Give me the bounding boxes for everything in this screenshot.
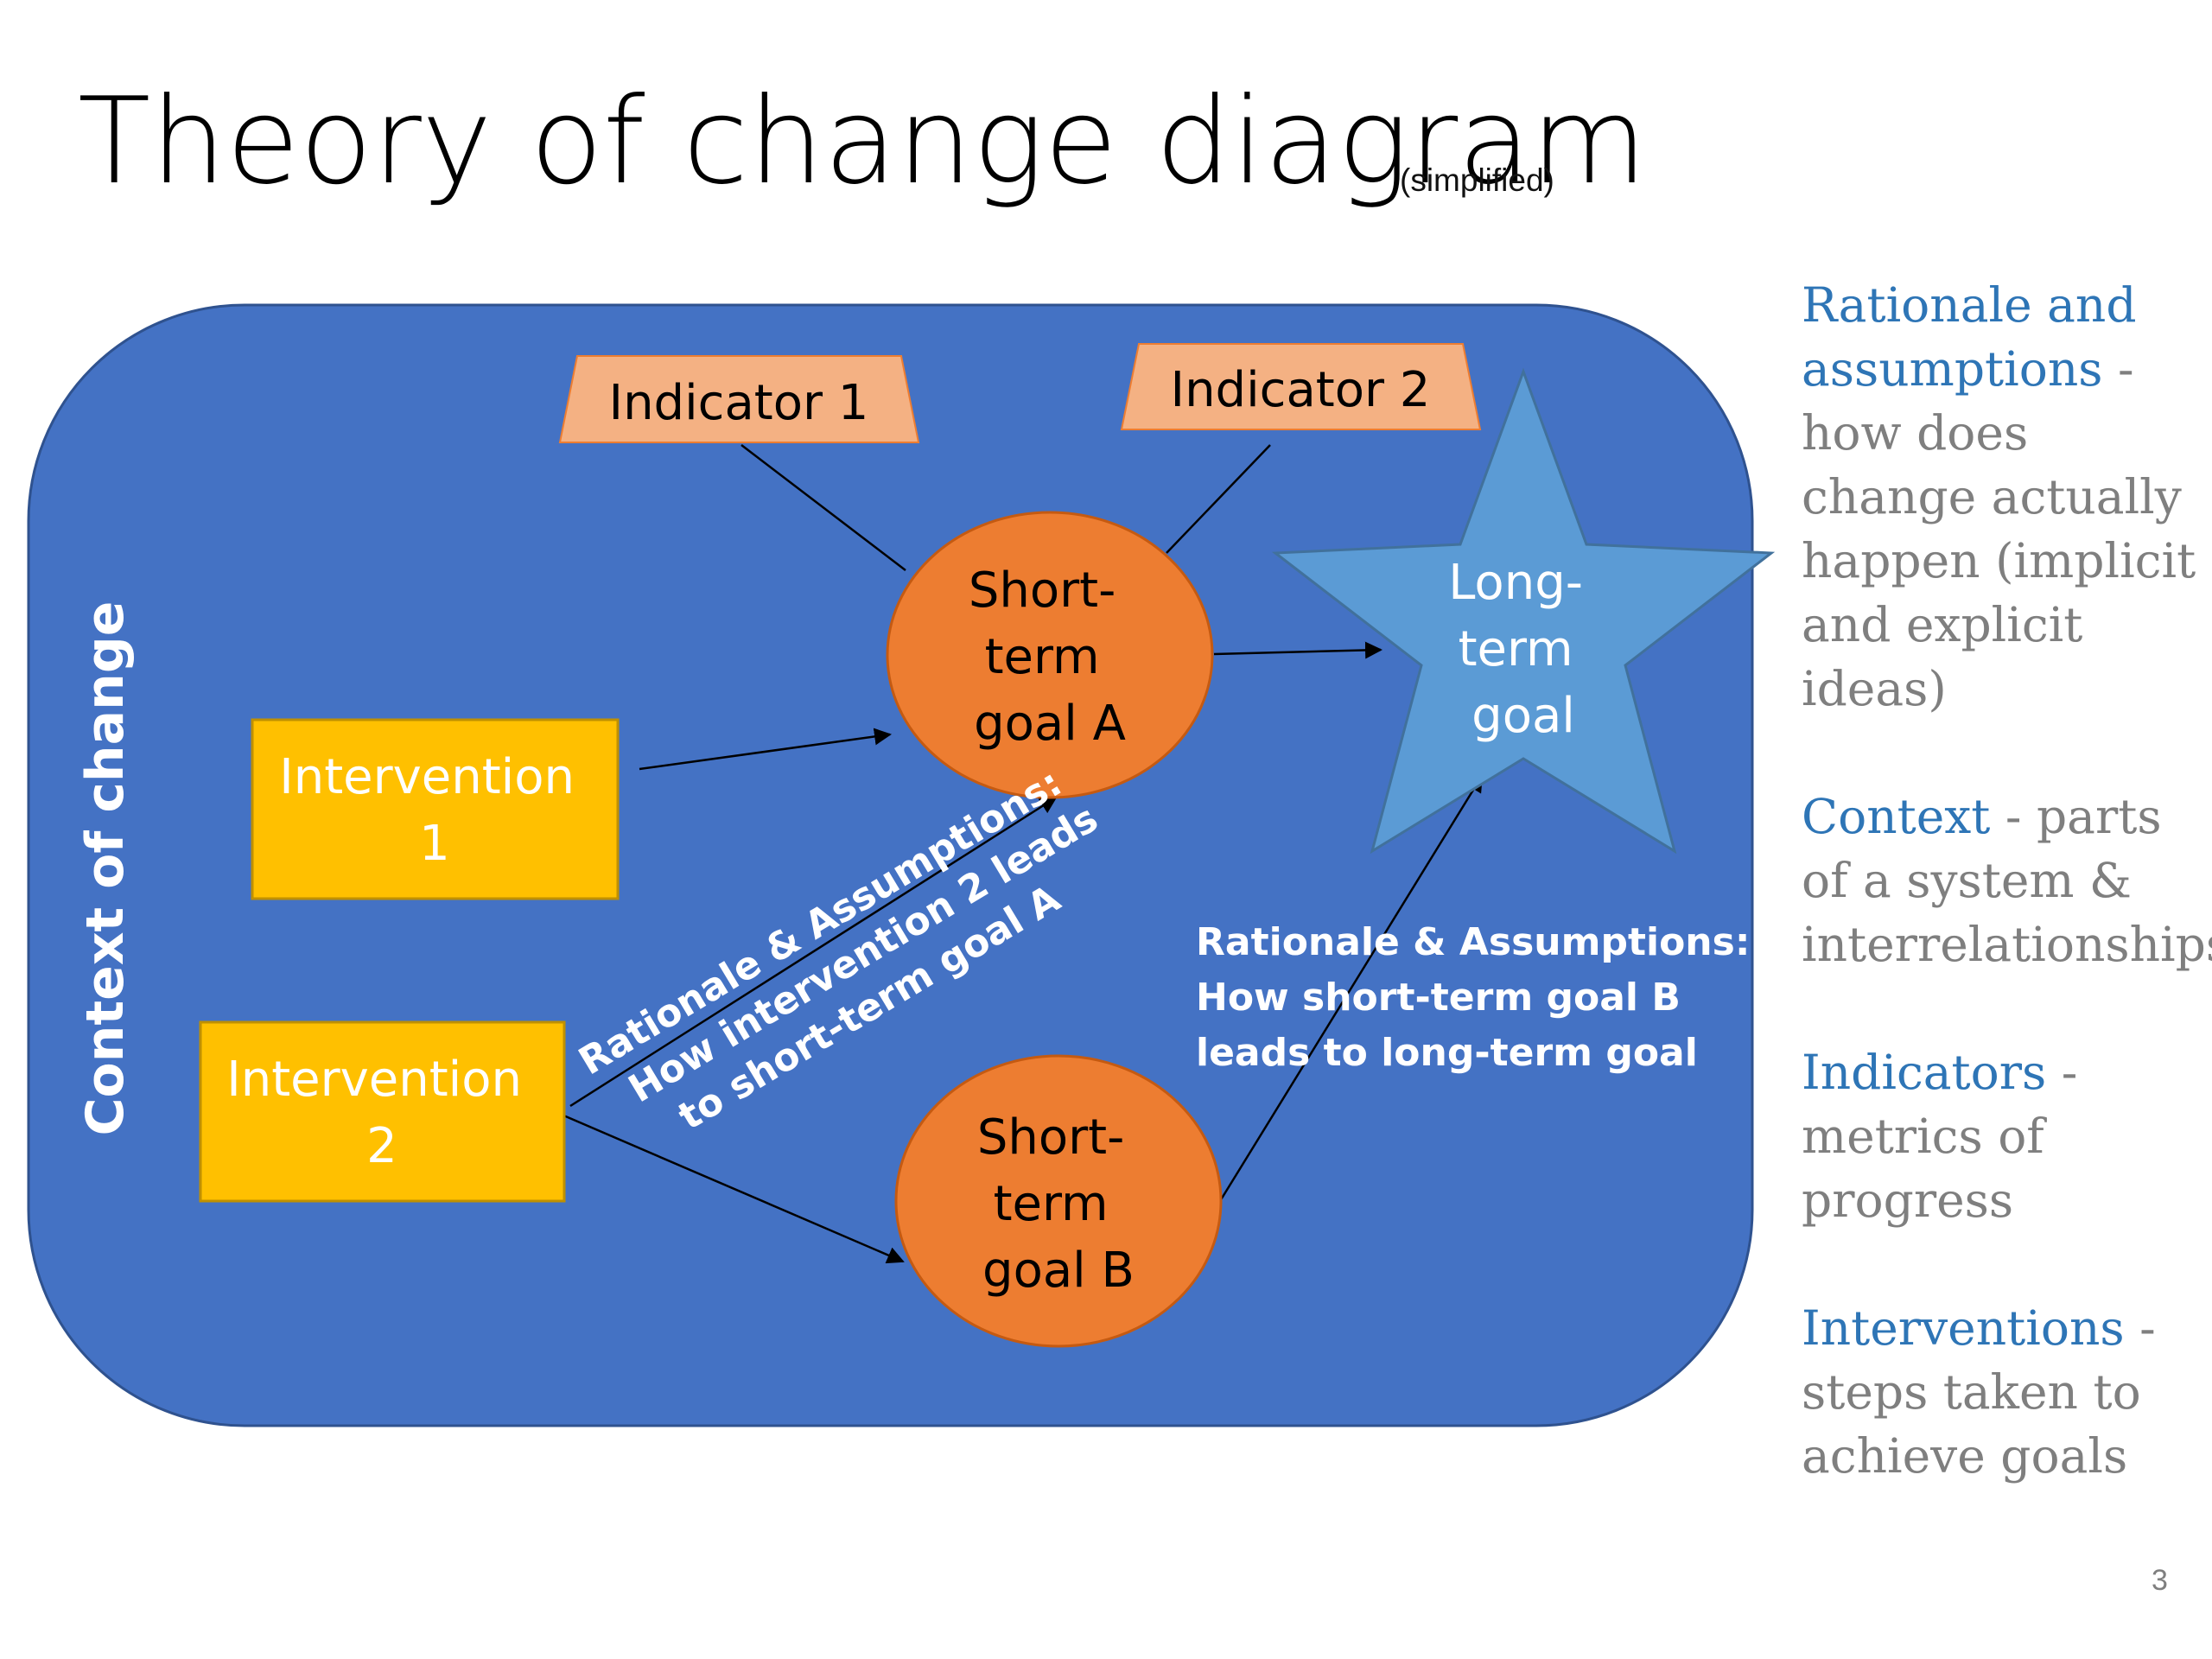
arrow-intervention-1-to-goal-a (639, 728, 892, 771)
short-term-goal-a-label: Short- term goal A (969, 563, 1131, 752)
context-of-change-label: Context of change (75, 601, 136, 1136)
indicator-2-connector (1166, 444, 1271, 554)
legend-term: Indicators (1802, 1045, 2047, 1100)
page-number: 3 (2152, 1564, 2168, 1597)
legend-term: Rationale and assumptions (1802, 277, 2137, 397)
legend-description: parts of a system & interrelationships (1802, 789, 2212, 972)
legend-description: metrics of progress (1802, 1109, 2044, 1228)
indicator-1-connector (741, 444, 906, 571)
slide-subtitle: (simplified) (1400, 162, 1554, 198)
legend-entry-context: Context - parts of a system & interrelat… (1802, 785, 2212, 976)
legend-entry-rationale: Rationale and assumptions - how does cha… (1802, 277, 2196, 716)
legend-description: steps taken to achieve goals (1802, 1364, 2141, 1484)
arrow-intervention-2-to-goal-a (569, 796, 1058, 1108)
long-term-goal-label: Long- term goal (1448, 555, 1599, 744)
short-term-goal-b-circle (894, 1054, 1223, 1348)
rationale-goal-b-to-long-term-goal: Rationale & Assumptions: How short-term … (1196, 920, 1764, 1075)
legend-entry-interventions: Interventions - steps taken to achieve g… (1802, 1300, 2156, 1484)
arrow-goal-b-to-long-term-goal (1218, 774, 1484, 1202)
legend-description: how does change actually happen (implici… (1802, 405, 2196, 716)
intervention-2-label: Intervention 2 (226, 1052, 537, 1174)
indicator-2-shape (1120, 343, 1482, 430)
indicator-1-shape (558, 355, 920, 443)
intervention-2-box (199, 1020, 566, 1203)
intervention-1-label: Intervention 1 (279, 749, 590, 872)
legend: Rationale and assumptions - how does cha… (1802, 273, 2212, 1552)
arrow-goal-a-to-long-term-goal (1213, 641, 1382, 659)
slide-title: Theory of change diagram (78, 72, 1648, 211)
arrow-intervention-2-to-goal-b (561, 1113, 905, 1264)
short-term-goal-a-circle (886, 511, 1214, 799)
long-term-goal-star (1271, 367, 1776, 855)
legend-term: Context (1802, 789, 1991, 844)
legend-entry-indicators: Indicators - metrics of progress (1802, 1045, 2078, 1228)
indicator-2-label: Indicator 2 (1171, 362, 1431, 418)
short-term-goal-b-label: Short- term goal B (977, 1109, 1140, 1299)
legend-term: Interventions (1802, 1300, 2125, 1356)
intervention-1-box (251, 718, 620, 900)
indicator-1-label: Indicator 1 (609, 375, 869, 431)
